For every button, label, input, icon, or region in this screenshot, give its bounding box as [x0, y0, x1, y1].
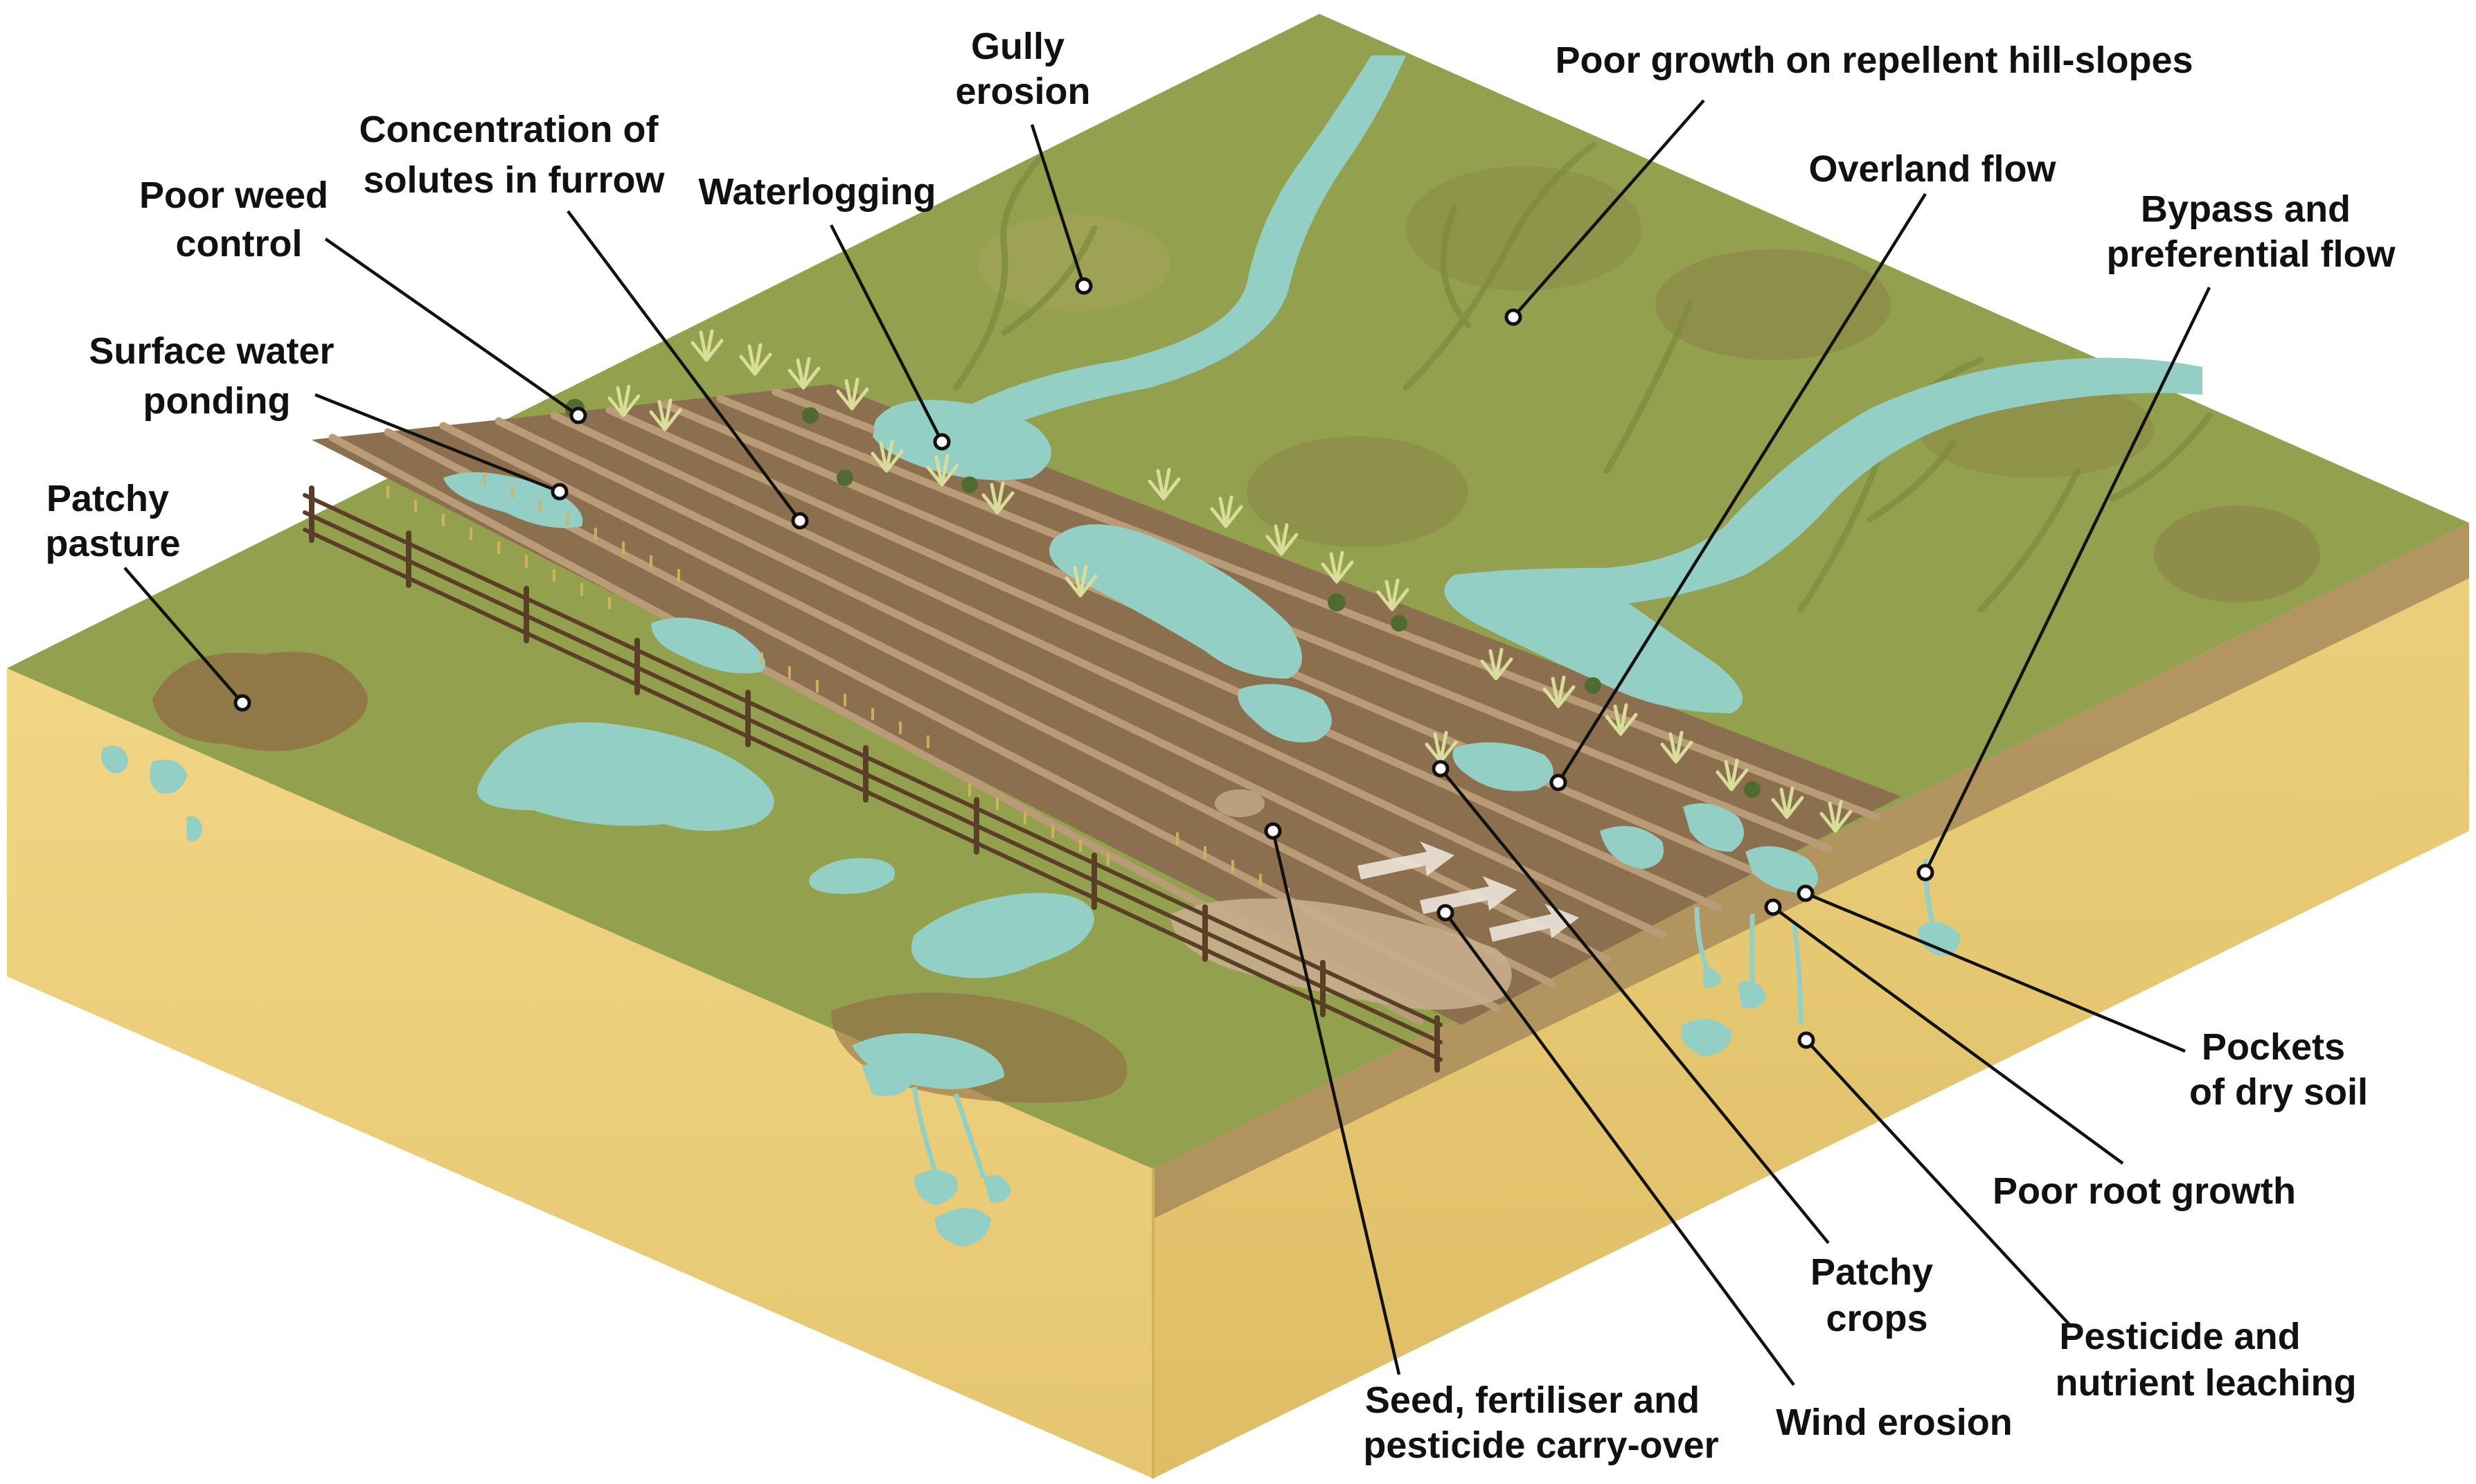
carryover-dot — [1264, 822, 1282, 840]
label-patchy-pasture: Patchy pasture — [45, 478, 180, 564]
wind-erosion-dot — [1436, 904, 1454, 922]
bypass-flow-dot — [1916, 864, 1934, 882]
poor-growth-dot — [1504, 308, 1522, 326]
gully-stream — [949, 55, 1406, 443]
label-bypass-flow: Bypass and preferential flow — [2106, 188, 2396, 275]
label-poor-growth-hillslopes: Poor growth on repellent hill-slopes — [1555, 39, 2193, 81]
crop-plants — [607, 329, 1853, 833]
ponding-dot — [551, 483, 569, 501]
label-pockets-dry-soil: Pockets of dry soil — [2189, 1026, 2368, 1113]
label-gully-erosion: Gully erosion — [955, 26, 1090, 112]
fence — [303, 485, 1443, 1073]
top-surface — [7, 14, 2469, 1169]
waterlogging-pool — [873, 400, 1051, 481]
label-overland-flow: Overland flow — [1808, 148, 2056, 190]
waterlogging-dot — [933, 433, 951, 451]
leader-lines — [123, 99, 2211, 1386]
root-growth-dot — [1764, 898, 1782, 916]
label-seed-carryover: Seed, fertiliser and pesticide carry-ove… — [1363, 1379, 1718, 1466]
pasture-patch — [152, 652, 368, 751]
label-pesticide-leaching: Pesticide and nutrient leaching — [2055, 1316, 2356, 1404]
left-soil-face — [7, 668, 1153, 1478]
subsurface-water — [101, 746, 1961, 1247]
gully-erosion-dot — [1075, 277, 1093, 295]
wind-erosion-patch — [1170, 898, 1512, 1010]
label-poor-root-growth: Poor root growth — [1993, 1170, 2296, 1212]
label-wind-erosion: Wind erosion — [1776, 1402, 2013, 1443]
overland-flow-dot — [1549, 774, 1567, 792]
weed-control-dot — [569, 406, 587, 424]
overland-flow-stream — [1454, 357, 2202, 611]
labels: Gully erosion Poor growth on repellent h… — [45, 26, 2396, 1466]
patchy-crops-dot — [1432, 760, 1450, 778]
label-waterlogging: Waterlogging — [699, 171, 936, 213]
solutes-dot — [791, 512, 809, 530]
label-surface-water-ponding: Surface water ponding — [89, 330, 344, 422]
dry-soil-dot — [1797, 884, 1815, 902]
right-soil-face — [1153, 523, 2469, 1478]
label-poor-weed-control: Poor weed control — [139, 175, 339, 265]
label-concentration-solutes: Concentration of solutes in furrow — [359, 109, 669, 201]
weeds — [565, 399, 1761, 798]
leaching-dot — [1797, 1031, 1815, 1049]
pasture-ponds — [477, 722, 1094, 1089]
patchy-pasture-dot — [233, 694, 251, 712]
label-patchy-crops: Patchy crops — [1810, 1251, 1943, 1339]
